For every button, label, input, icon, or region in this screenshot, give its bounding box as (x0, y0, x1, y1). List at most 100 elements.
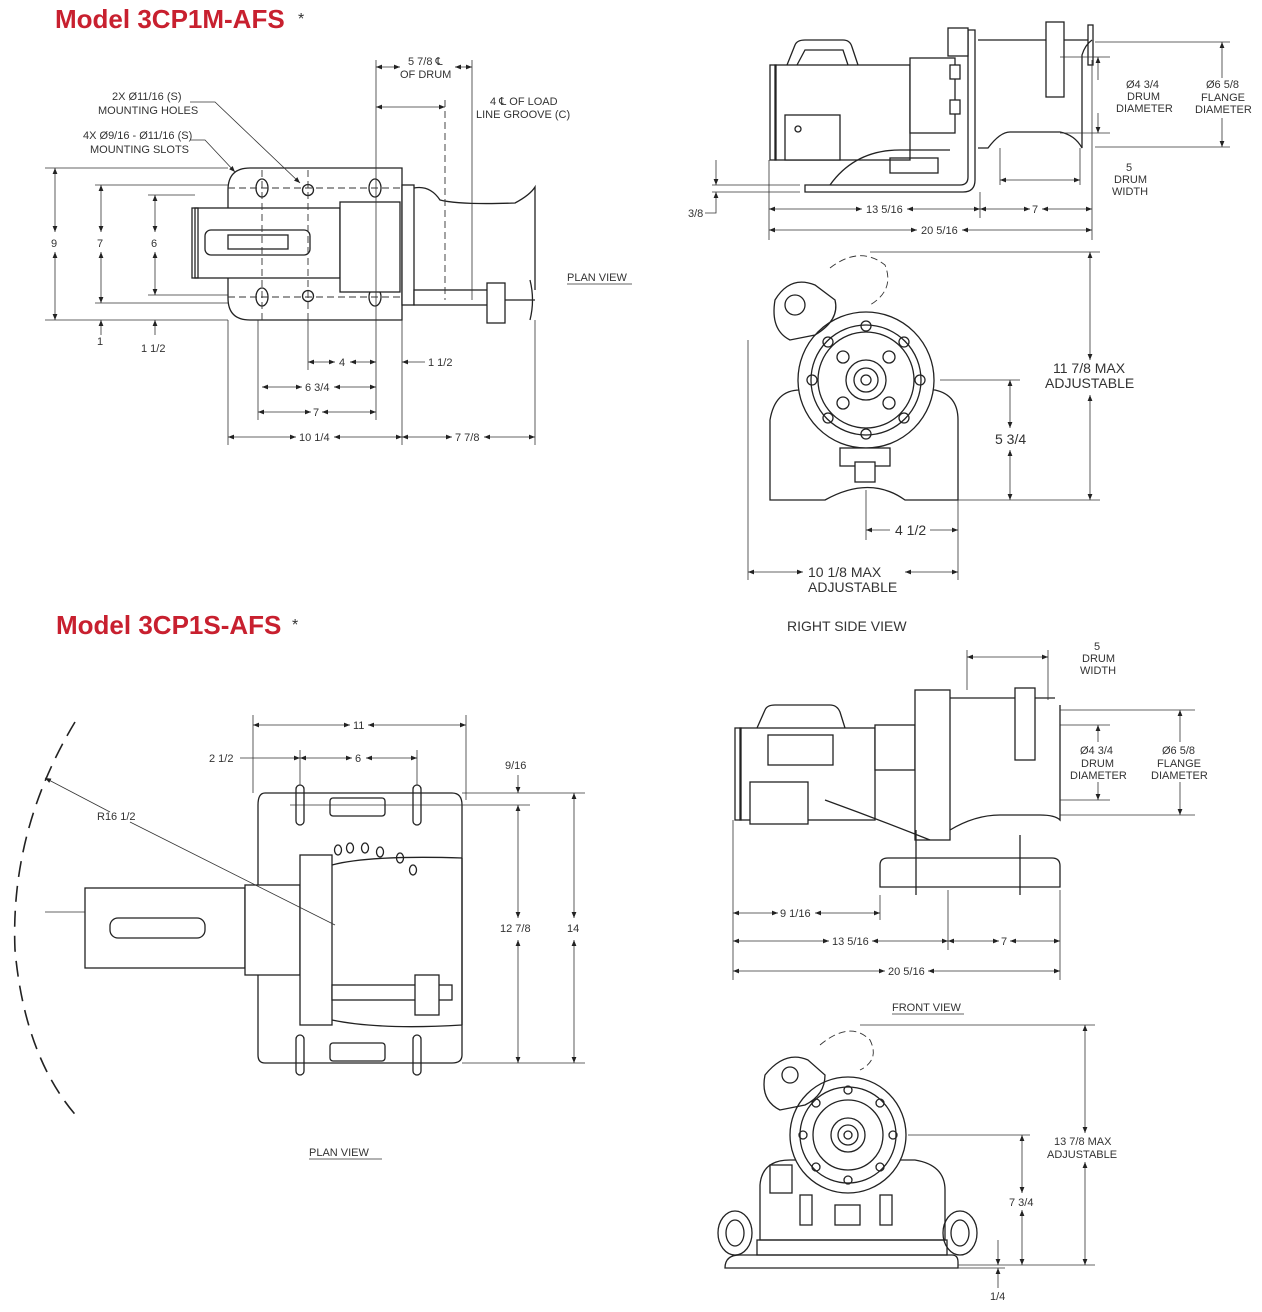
dim-7: 7 (1032, 204, 1038, 216)
load-line-label-2: LINE GROOVE (C) (476, 109, 570, 121)
max-height-label-2: ADJUSTABLE (1047, 1149, 1117, 1161)
radius-label: R16 1/2 (97, 811, 136, 823)
plan-view-label: PLAN VIEW (567, 272, 628, 284)
dim-4: 4 (339, 357, 345, 369)
max-height-label: 13 7/8 MAX (1054, 1136, 1112, 1148)
model-1m-right-side-view: 11 7/8 MAX ADJUSTABLE 5 3/4 4 1/2 10 1/8… (747, 251, 1134, 634)
front-view-label: FRONT VIEW (892, 1002, 961, 1014)
motor (84, 887, 246, 969)
dim-11: 11 (353, 720, 364, 732)
drum-diameter-label: Ø4 3/4 (1126, 79, 1159, 91)
motor-handle (109, 917, 206, 939)
clamp (1014, 687, 1036, 761)
drum-centerline-label-2: OF DRUM (400, 69, 451, 81)
dim-10-1-4: 10 1/4 (299, 432, 330, 444)
max-width-label: 10 1/8 MAX (808, 564, 882, 580)
model-1s-asterisk: * (292, 617, 298, 634)
gearbox (874, 724, 916, 771)
dim-2-1-2: 2 1/2 (209, 753, 233, 765)
model-1m-plan-view: 9 7 6 1 1 1/2 4 1 1/2 6 3/4 7 10 1/4 7 7… (45, 56, 632, 445)
junction-box (749, 781, 809, 825)
dim-9: 9 (51, 238, 57, 250)
flange-diameter-label-3: DIAMETER (1151, 770, 1208, 782)
dim-9-16: 9/16 (505, 760, 526, 772)
shaft (413, 289, 495, 306)
drum-diameter-label-3: DIAMETER (1116, 103, 1173, 115)
dim-7-horizontal: 7 (313, 407, 319, 419)
bolt-holes (798, 1085, 898, 1185)
flange (914, 689, 951, 841)
flange-diameter-label: Ø6 5/8 (1162, 745, 1195, 757)
swing-radius-arc (13, 721, 81, 1121)
drum-diameter-label-2: DRUM (1127, 91, 1160, 103)
dim-1-4: 1/4 (990, 1291, 1005, 1303)
max-height-label-2: ADJUSTABLE (1045, 375, 1134, 391)
drum-centerline-label: 5 7/8 ℄ (408, 56, 443, 68)
dim-7-3-4: 7 3/4 (1009, 1197, 1033, 1209)
dim-4-1-2: 4 1/2 (895, 522, 926, 538)
drum (331, 856, 463, 1028)
mounting-holes-label: 2X Ø11/16 (S) (112, 91, 182, 103)
model-1s-front-view: 5 DRUM WIDTH Ø4 3/4 DRUM DIAMETER Ø6 5/8… (732, 641, 1208, 1015)
dim-20-5-16: 20 5/16 (921, 225, 958, 237)
drum-width-label: 5 (1094, 641, 1100, 653)
base (759, 1159, 946, 1241)
drum-width-label: 5 (1126, 162, 1132, 174)
dim-5-3-4: 5 3/4 (995, 431, 1026, 447)
drum (978, 39, 1093, 149)
dim-1: 1 (97, 336, 103, 348)
drum-diameter-label-3: DIAMETER (1070, 770, 1127, 782)
clamp (414, 974, 440, 1016)
gearbox (909, 57, 956, 134)
lifting-eyes (717, 1210, 978, 1256)
gearbox (244, 884, 301, 976)
flange (299, 854, 333, 1026)
drum-diameter-label: Ø4 3/4 (1080, 745, 1113, 757)
dim-7-vertical: 7 (97, 238, 103, 250)
dim-20-5-16: 20 5/16 (888, 966, 925, 978)
plan-view-label: PLAN VIEW (309, 1147, 370, 1159)
level-wind-arm (763, 1056, 826, 1111)
model-1s-title: Model 3CP1S-AFS (56, 610, 281, 640)
motor-handle (204, 229, 311, 256)
motor-handle (756, 704, 846, 729)
motor-handle (786, 39, 859, 66)
drum (949, 697, 1061, 831)
dim-1-1-2-right: 1 1/2 (428, 357, 452, 369)
dim-1-1-2-left: 1 1/2 (141, 343, 165, 355)
base-bracket (804, 29, 976, 193)
model-1s-plan-view: 11 2 1/2 6 9/16 12 7/8 14 R16 1/2 PLAN V… (13, 715, 585, 1160)
bolt-holes (806, 320, 926, 440)
dim-6-3-4: 6 3/4 (305, 382, 329, 394)
dim-6: 6 (355, 753, 361, 765)
junction-box (784, 114, 841, 161)
drum-width-label-2: DRUM (1114, 174, 1147, 186)
motor (194, 207, 341, 279)
mounting-holes-label-2: MOUNTING HOLES (98, 105, 198, 117)
drum-width-label-3: WIDTH (1080, 665, 1116, 677)
dim-12-7-8: 12 7/8 (500, 923, 531, 935)
mounting-slots-label-2: MOUNTING SLOTS (90, 144, 189, 156)
flange-diameter-label: Ø6 5/8 (1206, 79, 1239, 91)
max-height-label: 11 7/8 MAX (1053, 360, 1126, 376)
load-line-label: 4 ℄ OF LOAD (490, 96, 558, 108)
flange-diameter-label-2: FLANGE (1201, 92, 1245, 104)
model-1m-front-view: Ø4 3/4 DRUM DIAMETER Ø6 5/8 FLANGE DIAME… (688, 21, 1252, 240)
level-wind-arm (773, 281, 837, 341)
model-1s-side-view: 13 7/8 MAX ADJUSTABLE 7 3/4 1/4 (717, 1024, 1117, 1303)
model-1m-title: Model 3CP1M-AFS (55, 4, 285, 34)
dim-3-8: 3/8 (688, 208, 703, 220)
skid (724, 1254, 959, 1269)
drum-width-label-3: WIDTH (1112, 186, 1148, 198)
dim-7: 7 (1001, 936, 1007, 948)
gearbox (339, 201, 401, 293)
clamp (1045, 21, 1065, 98)
drum-diameter-label-2: DRUM (1081, 758, 1114, 770)
dim-14: 14 (567, 923, 579, 935)
drum (413, 184, 536, 301)
model-1m-asterisk: * (298, 11, 304, 28)
right-side-view-label: RIGHT SIDE VIEW (787, 618, 907, 634)
clamp (486, 282, 506, 324)
dim-6: 6 (151, 238, 157, 250)
